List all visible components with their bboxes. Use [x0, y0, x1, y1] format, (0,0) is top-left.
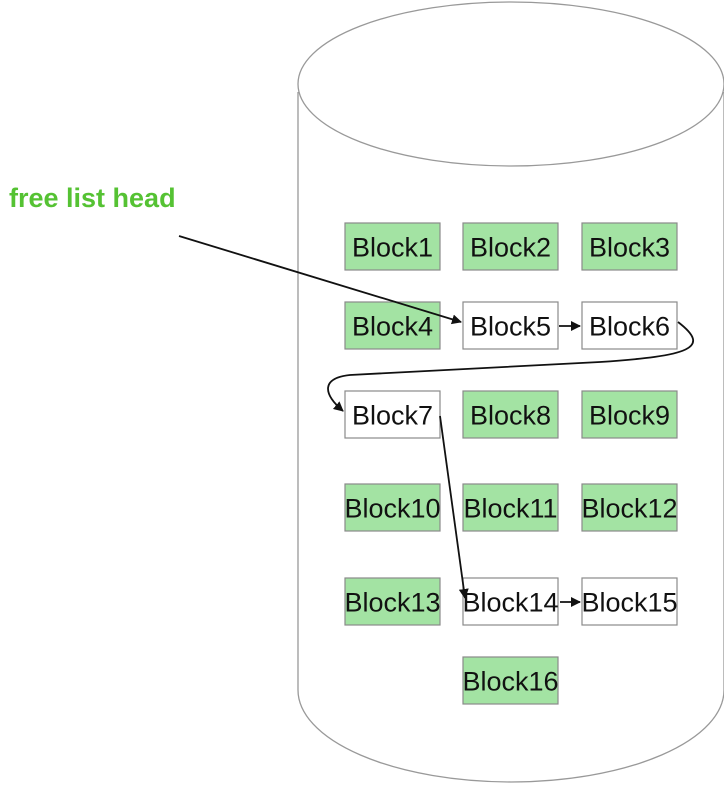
block-box-block5: [462, 301, 559, 350]
block-block10: Block10: [344, 483, 441, 532]
block-label-block8: Block8: [470, 401, 551, 431]
block-box-block11: [462, 483, 559, 532]
block-label-block14: Block14: [462, 588, 558, 618]
block-label-block4: Block4: [352, 312, 433, 342]
block-box-block12: [581, 483, 678, 532]
block-block7: Block7: [344, 390, 441, 439]
free-list-head-label: free list head: [9, 183, 176, 213]
block-label-block13: Block13: [344, 588, 440, 618]
block-block6: Block6: [581, 301, 678, 350]
block-box-block10: [344, 483, 441, 532]
disk-cylinder: [297, 1, 724, 783]
block-box-block3: [581, 222, 678, 271]
block-block5: Block5: [462, 301, 559, 350]
block-label-block7: Block7: [352, 401, 433, 431]
block-block1: Block1: [344, 222, 441, 271]
block-block11: Block11: [462, 483, 559, 532]
block-block15: Block15: [581, 577, 678, 626]
block-label-block5: Block5: [470, 312, 551, 342]
block-box-block13: [344, 577, 441, 626]
cylinder-body: [297, 92, 724, 783]
block-label-block11: Block11: [463, 494, 557, 524]
block-label-block16: Block16: [462, 667, 558, 697]
block-box-block2: [462, 222, 559, 271]
block-block3: Block3: [581, 222, 678, 271]
free-list-arrows: [178, 235, 695, 607]
block-label-block3: Block3: [589, 233, 670, 263]
block-box-block9: [581, 390, 678, 439]
block-box-block14: [462, 577, 559, 626]
block-block9: Block9: [581, 390, 678, 439]
block-box-block1: [344, 222, 441, 271]
block-box-block15: [581, 577, 678, 626]
block-block14: Block14: [462, 577, 559, 626]
block-label-block1: Block1: [352, 233, 433, 263]
block-block2: Block2: [462, 222, 559, 271]
block-block13: Block13: [344, 577, 441, 626]
arrow-block7-to-block14: [439, 415, 469, 599]
block-box-block16: [462, 656, 559, 705]
block-block16: Block16: [462, 656, 559, 705]
block-box-block7: [344, 390, 441, 439]
block-label-block9: Block9: [589, 401, 670, 431]
block-label-block6: Block6: [589, 312, 670, 342]
block-label-block15: Block15: [581, 588, 677, 618]
block-box-block8: [462, 390, 559, 439]
block-label-block2: Block2: [470, 233, 551, 263]
block-block4: Block4: [344, 301, 441, 350]
block-block8: Block8: [462, 390, 559, 439]
arrow-block6-to-block7: [327, 321, 695, 412]
block-block12: Block12: [581, 483, 678, 532]
block-label-block12: Block12: [581, 494, 677, 524]
arrow-head-to-block5: [178, 235, 462, 325]
block-label-block10: Block10: [344, 494, 440, 524]
cylinder-top: [297, 1, 724, 167]
block-box-block6: [581, 301, 678, 350]
